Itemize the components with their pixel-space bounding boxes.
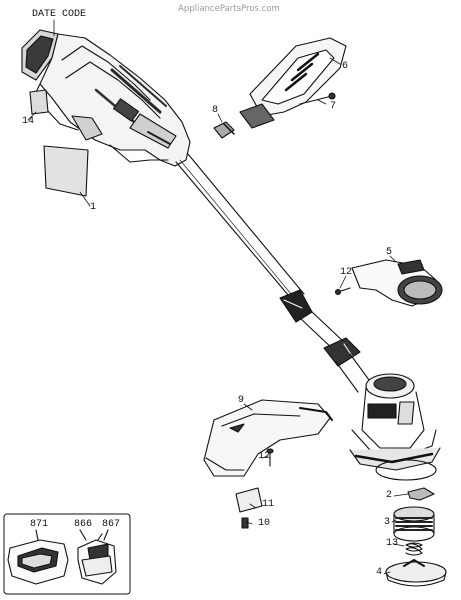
battery-and-handle-assembly	[21, 29, 191, 167]
part-10-screw	[241, 517, 249, 529]
callout-13: 13	[386, 538, 399, 549]
callout-866: 866	[74, 519, 93, 530]
callout-1: 1	[90, 202, 97, 213]
callout-8: 8	[212, 105, 219, 116]
part-5-edge-guide	[351, 259, 443, 307]
collar-clamp	[323, 337, 361, 367]
part-3-spool	[393, 506, 435, 542]
callout-12-upper: 12	[340, 267, 353, 278]
motor-housing	[335, 353, 441, 481]
leader-lines	[27, 19, 409, 575]
charger-inset	[3, 513, 131, 595]
watermark: AppliancePartsPros.com	[178, 4, 280, 14]
callout-12-lower: 12	[258, 451, 271, 462]
callout-871: 871	[30, 519, 49, 530]
callout-7: 7	[330, 101, 337, 112]
part-8-knob	[213, 121, 235, 139]
callout-867: 867	[102, 519, 121, 530]
shaft	[175, 153, 347, 353]
callout-3: 3	[384, 517, 391, 528]
callout-4: 4	[376, 567, 383, 578]
part-2-clip	[407, 487, 435, 501]
part-14-label	[29, 89, 49, 115]
part-6-aux-handle	[239, 37, 347, 129]
callout-11: 11	[262, 499, 275, 510]
part-4-spool-cap	[385, 559, 447, 587]
date-code-label: DATE CODE	[32, 9, 87, 20]
callout-2: 2	[386, 490, 393, 501]
part-12-screws	[266, 287, 351, 467]
part-11-blade	[235, 487, 263, 513]
callout-14: 14	[22, 116, 35, 127]
callout-6: 6	[342, 61, 349, 72]
part-1-label-sheet	[43, 145, 89, 197]
callout-10: 10	[258, 518, 271, 529]
callout-9: 9	[238, 395, 245, 406]
part-9-guard	[203, 399, 333, 477]
callout-5: 5	[386, 247, 393, 258]
part-7-bolt	[299, 92, 336, 105]
part-13-spring	[405, 542, 423, 556]
